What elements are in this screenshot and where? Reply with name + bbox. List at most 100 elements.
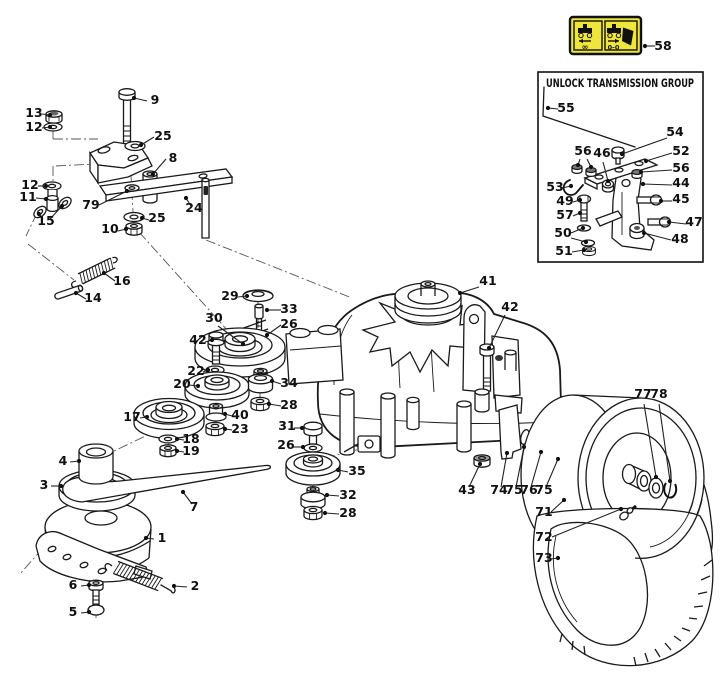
leader-dot xyxy=(477,461,483,467)
leader-dot xyxy=(561,497,567,503)
callout-42: 42 xyxy=(189,332,206,347)
callout-75: 75 xyxy=(505,482,522,497)
callout-12: 12 xyxy=(21,177,38,192)
leader-dot xyxy=(266,401,272,407)
callout-3: 3 xyxy=(40,477,49,492)
side-block xyxy=(491,335,521,399)
leader-line xyxy=(570,227,584,234)
washer xyxy=(158,434,178,444)
leader-dot xyxy=(555,555,561,561)
tension-spring-group xyxy=(54,256,118,300)
spacer xyxy=(300,485,326,510)
leader-line xyxy=(658,403,671,482)
leader-dot xyxy=(577,197,583,203)
bolt xyxy=(303,421,323,445)
lock-symbol: 0-0 xyxy=(608,44,620,52)
leader-dot xyxy=(577,210,583,216)
callout-14: 14 xyxy=(84,290,102,305)
leader-dot xyxy=(504,450,510,456)
leader-dot xyxy=(58,483,64,489)
bushing xyxy=(629,222,645,240)
callout-49: 49 xyxy=(556,193,573,208)
leader-dot xyxy=(264,307,270,313)
leader-line xyxy=(459,286,480,294)
callout-25: 25 xyxy=(154,128,171,143)
leader-dot xyxy=(131,95,137,101)
leader-line xyxy=(324,512,340,515)
leader-line xyxy=(668,221,687,225)
leader-dot xyxy=(521,444,527,450)
callout-6: 6 xyxy=(69,577,78,592)
leader-line xyxy=(173,585,188,588)
callout-44: 44 xyxy=(672,175,690,190)
leader-line xyxy=(545,458,559,488)
leader-dot xyxy=(86,609,92,615)
callout-48: 48 xyxy=(671,231,688,246)
callout-30: 30 xyxy=(205,310,223,325)
leader-dot xyxy=(195,383,201,389)
callout-9: 9 xyxy=(151,92,160,107)
leader-line xyxy=(602,161,609,182)
leader-dot xyxy=(139,215,145,221)
callout-11: 11 xyxy=(19,189,36,204)
leader-dot xyxy=(588,164,594,170)
callout-55: 55 xyxy=(557,100,574,115)
inset-title: UNLOCK TRANSMISSION GROUP xyxy=(546,76,694,90)
callout-34: 34 xyxy=(280,375,298,390)
input-pulley xyxy=(394,280,462,326)
callout-8: 8 xyxy=(169,150,178,165)
callout-2: 2 xyxy=(191,578,200,593)
leader-dot xyxy=(47,124,53,130)
leader-dot xyxy=(640,181,646,187)
leader-line xyxy=(103,272,116,282)
callout-28: 28 xyxy=(280,397,297,412)
leader-dot xyxy=(322,510,328,516)
callout-17: 17 xyxy=(123,409,140,424)
callout-43: 43 xyxy=(458,482,475,497)
callout-75: 75 xyxy=(535,482,552,497)
support-bar xyxy=(98,168,234,239)
callout-28: 28 xyxy=(339,505,356,520)
spring xyxy=(70,256,118,289)
leader-dot xyxy=(581,247,587,253)
leader-line xyxy=(266,324,282,336)
centerline xyxy=(205,239,353,299)
callout-72: 72 xyxy=(535,529,552,544)
callout-47: 47 xyxy=(685,214,702,229)
leader-dot xyxy=(264,332,270,338)
callout-16: 16 xyxy=(113,273,131,288)
leader-line xyxy=(621,137,668,155)
nut xyxy=(159,444,177,458)
leader-line xyxy=(640,169,673,173)
leader-dot xyxy=(43,183,49,189)
axle-wing xyxy=(285,324,344,385)
callout-32: 32 xyxy=(339,487,356,502)
callout-46: 46 xyxy=(593,145,611,160)
leader-dot xyxy=(269,378,275,384)
callout-40: 40 xyxy=(231,407,249,422)
flange-nut xyxy=(45,110,63,124)
callout-1: 1 xyxy=(158,530,167,545)
leader-dot xyxy=(457,290,463,296)
leader-dot xyxy=(59,203,65,209)
leader-lines xyxy=(35,43,687,615)
leader-dot xyxy=(183,195,189,201)
tractor-icon xyxy=(578,24,593,44)
callout-5: 5 xyxy=(69,604,78,619)
leader-dot xyxy=(642,43,648,49)
leader-line xyxy=(468,463,481,488)
hub-spacer xyxy=(78,443,114,485)
leader-dot xyxy=(575,162,581,168)
nut xyxy=(303,505,323,521)
leader-dot xyxy=(486,345,492,351)
callout-73: 73 xyxy=(535,550,552,565)
leader-line xyxy=(530,451,542,488)
callout-50: 50 xyxy=(554,225,572,240)
leader-line xyxy=(643,232,672,241)
leader-dot xyxy=(209,337,215,343)
callout-20: 20 xyxy=(173,376,191,391)
leader-dot xyxy=(538,449,544,455)
sleeve xyxy=(254,303,264,334)
callout-76: 76 xyxy=(520,482,538,497)
decal-58: ∞ 0-0 xyxy=(568,15,643,56)
